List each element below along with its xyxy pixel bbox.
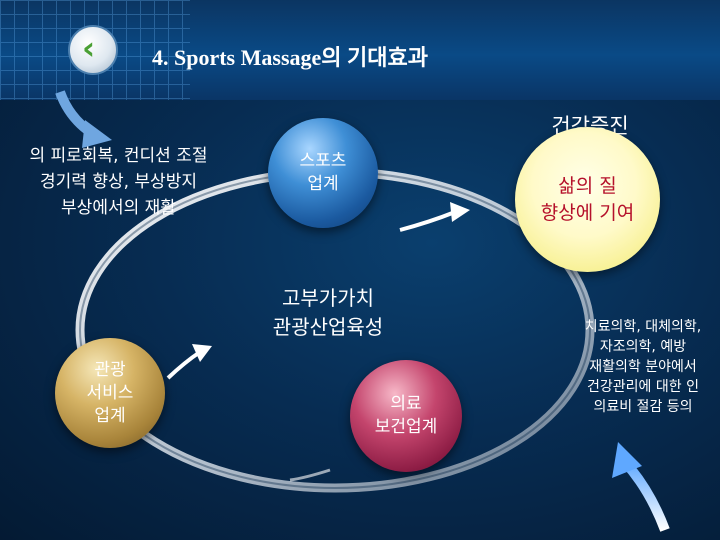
quality-sphere-line: 향상에 기여 [540, 201, 635, 224]
quality-sphere-line: 삶의 질 [558, 174, 617, 197]
sports-sphere-line: 스포츠 [299, 151, 347, 171]
medical-sphere-line: 보건업계 [374, 417, 438, 437]
tourism-service-sphere: 관광 서비스 업계 [55, 338, 165, 448]
curve-arrow-left-head [192, 344, 212, 362]
tourism-sphere-line: 업계 [94, 405, 126, 426]
athlete-effects-line: 부상에서의 재활 [61, 198, 176, 218]
header-band [0, 0, 720, 100]
tourism-sphere-line: 서비스 [86, 382, 134, 403]
medical-effects-line: 재활의학 분야에서 [589, 359, 697, 375]
high-value-line: 고부가가치 [282, 286, 374, 310]
medical-health-sphere: 의료 보건업계 [350, 360, 462, 472]
medical-effects-line: 치료의학, 대체의학, [584, 319, 702, 335]
sports-industry-sphere: 스포츠 업계 [268, 118, 378, 228]
curve-arrow-left [166, 350, 202, 380]
athlete-effects-text: 의 피로회복, 컨디션 조절 경기력 향상, 부상방지 부상에서의 재활 [0, 143, 241, 221]
medical-sphere-line: 의료 [390, 394, 422, 414]
sports-sphere-line: 업계 [307, 174, 339, 194]
down-arrow-left-head [82, 120, 112, 148]
back-button[interactable]: ‹ [68, 25, 118, 75]
medical-effects-line: 의료비 절감 등의 [593, 399, 693, 415]
medical-effects-line: 자조의학, 예방 [599, 339, 687, 355]
chevron-left-icon: ‹ [82, 29, 96, 67]
athlete-effects-line: 의 피로회복, 컨디션 조절 [29, 146, 208, 166]
up-arrow-right [621, 458, 670, 532]
medical-effects-line: 건강관리에 대한 인 [587, 379, 699, 395]
curve-arrow-bottom [289, 468, 331, 482]
tourism-sphere-line: 관광 [94, 359, 126, 380]
quality-of-life-sphere: 삶의 질 향상에 기여 [515, 127, 660, 272]
high-value-line: 관광산업육성 [272, 315, 384, 339]
page-title: 4. Sports Massage의 기대효과 [152, 45, 428, 70]
athlete-effects-line: 경기력 향상, 부상방지 [40, 172, 197, 192]
high-value-tourism-text: 고부가가치 관광산업육성 [238, 284, 418, 342]
up-arrow-right-head [612, 442, 642, 478]
curve-arrow-top-head [450, 202, 470, 222]
medical-effects-text: 치료의학, 대체의학, 자조의학, 예방 재활의학 분야에서 건강관리에 대한 … [548, 317, 720, 417]
curve-arrow-top [399, 210, 456, 232]
